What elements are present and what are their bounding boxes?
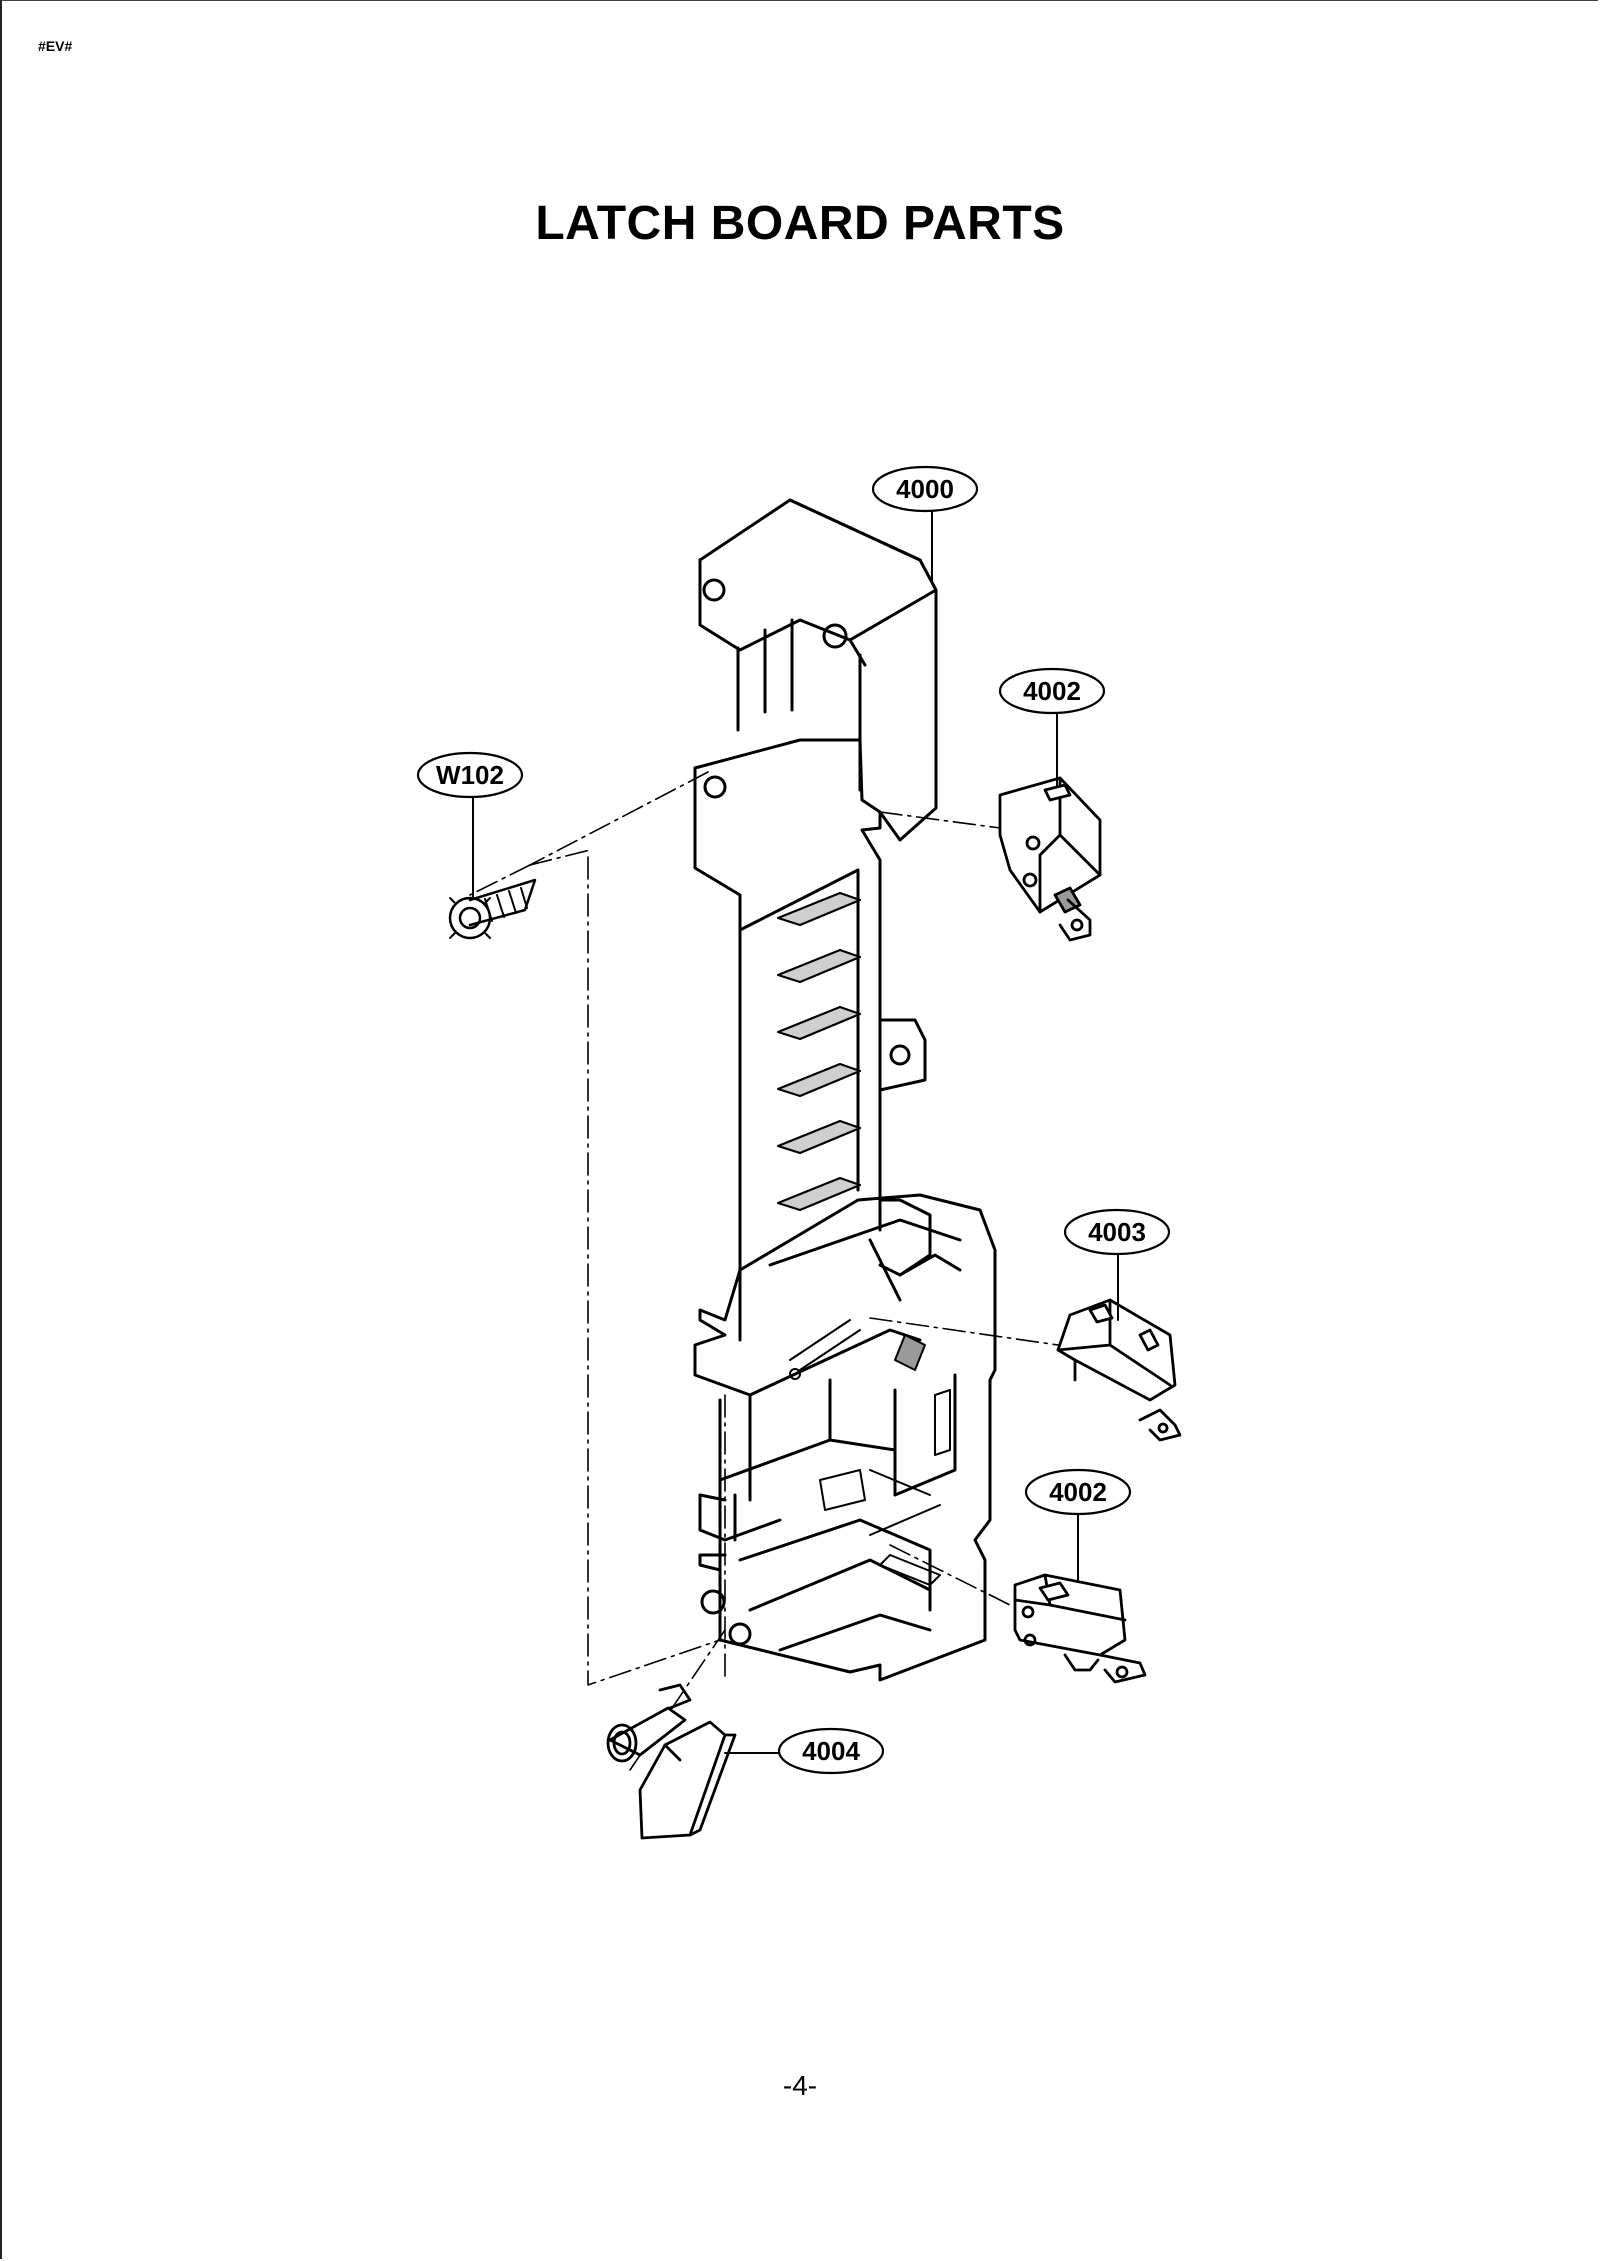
frame-ribs [776,891,862,1212]
callout-w102: W102 [416,751,524,799]
callout-4002-upper: 4002 [998,667,1106,715]
document-code: #EV# [38,38,73,54]
callout-label-4004: 4004 [802,1736,860,1766]
callout-4002-lower: 4002 [1024,1468,1132,1516]
callout-4003: 4003 [1063,1208,1171,1256]
callout-label-4002-lower: 4002 [1049,1477,1107,1507]
micro-switch-4003-drawing [1056,1298,1182,1442]
callouts: 4000 4002 W102 4003 4002 4004 [416,465,1171,1775]
page-title: LATCH BOARD PARTS [535,197,1065,250]
screw-w102-drawing [448,878,537,940]
callout-4004: 4004 [777,1727,885,1775]
callout-label-4000: 4000 [896,474,954,504]
callout-label-4002-upper: 4002 [1023,676,1081,706]
latch-board-frame [693,498,997,1682]
assembly-guide-lines [469,771,1059,1771]
micro-switch-4002-upper-drawing [998,776,1102,942]
lever-4004-drawing [606,1683,737,1840]
callout-label-4003: 4003 [1088,1217,1146,1247]
callout-leaders [472,510,1119,1754]
callout-4000: 4000 [871,465,979,513]
callout-label-w102: W102 [436,760,504,790]
page-number: -4- [782,2070,818,2101]
micro-switch-4002-lower-drawing [1013,1573,1147,1684]
